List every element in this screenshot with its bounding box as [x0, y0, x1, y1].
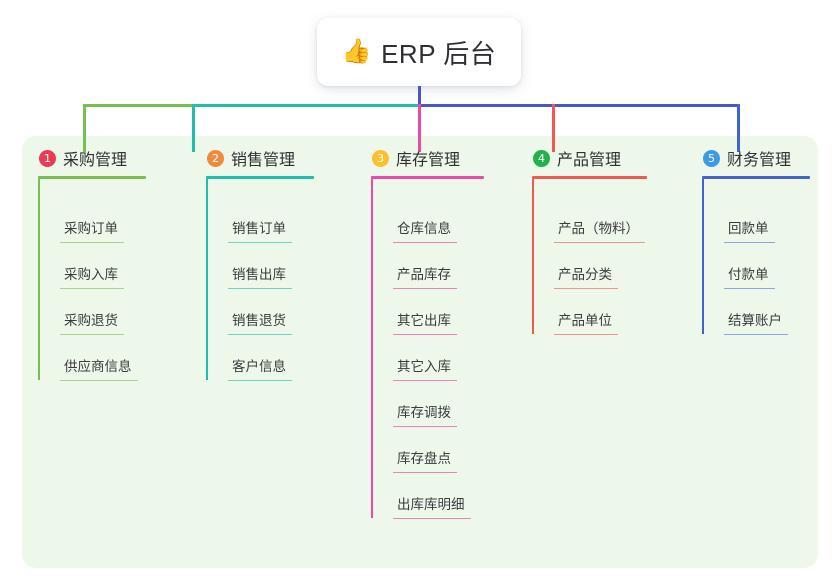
drop-connector-col-4 — [552, 104, 555, 152]
menu-item-label: 库存盘点 — [393, 447, 457, 473]
bus-segment-indigo — [418, 104, 740, 107]
menu-item-label: 销售退货 — [228, 309, 292, 335]
menu-item[interactable]: 产品库存 — [371, 243, 457, 289]
drop-connector-col-3 — [418, 104, 421, 152]
column-items: 产品（物料） 产品分类产品单位 — [532, 179, 702, 339]
menu-item[interactable]: 其它入库 — [371, 335, 457, 381]
menu-item[interactable]: 销售订单 — [206, 197, 292, 243]
menu-item[interactable]: 销售退货 — [206, 289, 292, 335]
root-node-title: 👍 ERP 后台 — [342, 34, 497, 71]
menu-item-label: 客户信息 — [228, 355, 292, 381]
menu-item-label: 销售出库 — [228, 263, 292, 289]
menu-item[interactable]: 产品单位 — [532, 289, 618, 335]
column-title: 财务管理 — [727, 152, 792, 169]
menu-item[interactable]: 回款单 — [702, 197, 775, 243]
menu-item[interactable]: 付款单 — [702, 243, 775, 289]
menu-item[interactable]: 其它出库 — [371, 289, 457, 335]
menu-item-label: 库存调拨 — [393, 401, 457, 427]
menu-item[interactable]: 库存调拨 — [371, 381, 457, 427]
menu-item-label: 仓库信息 — [393, 217, 457, 243]
column-finance: 5 财务管理 回款单付款单结算账户 — [702, 146, 839, 339]
menu-item[interactable]: 仓库信息 — [371, 197, 457, 243]
column-header-rule — [702, 176, 810, 179]
drop-connector-col-1 — [83, 104, 86, 152]
column-badge: 3 — [372, 149, 389, 167]
column-purchasing: 1 采购管理 采购订单采购入库采购退货供应商信息 — [38, 146, 188, 385]
column-header-rule — [371, 176, 484, 179]
column-spine — [702, 179, 704, 334]
menu-item-label: 产品（物料） — [554, 217, 645, 243]
menu-item[interactable]: 出库库明细 — [371, 473, 471, 519]
column-title: 销售管理 — [231, 152, 296, 169]
column-header[interactable]: 1 采购管理 — [38, 146, 188, 170]
column-spine — [206, 179, 208, 380]
column-header[interactable]: 5 财务管理 — [702, 146, 839, 170]
column-badge: 5 — [703, 149, 720, 167]
column-title: 产品管理 — [557, 152, 622, 169]
root-stem-connector — [418, 86, 421, 106]
column-spine — [38, 179, 40, 380]
column-header[interactable]: 4 产品管理 — [532, 146, 702, 170]
column-header-rule — [532, 176, 647, 179]
menu-item-label: 结算账户 — [724, 309, 788, 335]
menu-item-label: 出库库明细 — [393, 493, 471, 519]
column-badge: 2 — [207, 149, 224, 167]
root-node-label: ERP 后台 — [381, 38, 497, 69]
bus-segment-teal — [192, 104, 419, 107]
column-badge: 4 — [533, 149, 550, 167]
menu-item-label: 销售订单 — [228, 217, 292, 243]
menu-item[interactable]: 采购退货 — [38, 289, 124, 335]
column-header-rule — [38, 176, 146, 179]
menu-item-label: 采购入库 — [60, 263, 124, 289]
menu-item-label: 产品单位 — [554, 309, 618, 335]
column-sales: 2 销售管理 销售订单销售出库销售退货客户信息 — [206, 146, 356, 385]
column-items: 采购订单采购入库采购退货供应商信息 — [38, 179, 188, 385]
menu-item[interactable]: 库存盘点 — [371, 427, 457, 473]
menu-item[interactable]: 产品（物料） — [532, 197, 645, 243]
drop-connector-col-5 — [737, 104, 740, 152]
menu-item-label: 产品库存 — [393, 263, 457, 289]
menu-item-label: 付款单 — [724, 263, 775, 289]
menu-item-label: 产品分类 — [554, 263, 618, 289]
menu-item[interactable]: 销售出库 — [206, 243, 292, 289]
menu-item-label: 采购退货 — [60, 309, 124, 335]
menu-item[interactable]: 采购入库 — [38, 243, 124, 289]
column-spine — [371, 179, 373, 518]
column-badge: 1 — [39, 149, 56, 167]
bus-segment-green — [83, 104, 193, 107]
menu-item[interactable]: 产品分类 — [532, 243, 618, 289]
content-panel — [22, 136, 818, 568]
menu-item-label: 其它出库 — [393, 309, 457, 335]
menu-item[interactable]: 采购订单 — [38, 197, 124, 243]
column-items: 回款单付款单结算账户 — [702, 179, 839, 339]
column-header[interactable]: 2 销售管理 — [206, 146, 356, 170]
column-header-rule — [206, 176, 314, 179]
menu-item[interactable]: 供应商信息 — [38, 335, 138, 381]
menu-item[interactable]: 结算账户 — [702, 289, 788, 335]
column-inventory: 3 库存管理 仓库信息产品库存其它出库其它入库库存调拨库存盘点出库库明细 — [371, 146, 531, 523]
column-title: 库存管理 — [396, 152, 461, 169]
column-product: 4 产品管理 产品（物料） 产品分类产品单位 — [532, 146, 702, 339]
menu-item[interactable]: 客户信息 — [206, 335, 292, 381]
column-items: 仓库信息产品库存其它出库其它入库库存调拨库存盘点出库库明细 — [371, 179, 531, 523]
menu-item-label: 采购订单 — [60, 217, 124, 243]
column-title: 采购管理 — [63, 152, 128, 169]
column-items: 销售订单销售出库销售退货客户信息 — [206, 179, 356, 385]
drop-connector-col-2 — [192, 104, 195, 152]
menu-item-label: 其它入库 — [393, 355, 457, 381]
column-spine — [532, 179, 534, 334]
menu-item-label: 供应商信息 — [60, 355, 138, 381]
menu-item-label: 回款单 — [724, 217, 775, 243]
thumbs-up-icon: 👍 — [341, 38, 373, 65]
column-header[interactable]: 3 库存管理 — [371, 146, 531, 170]
root-node-card[interactable]: 👍 ERP 后台 — [317, 18, 521, 86]
